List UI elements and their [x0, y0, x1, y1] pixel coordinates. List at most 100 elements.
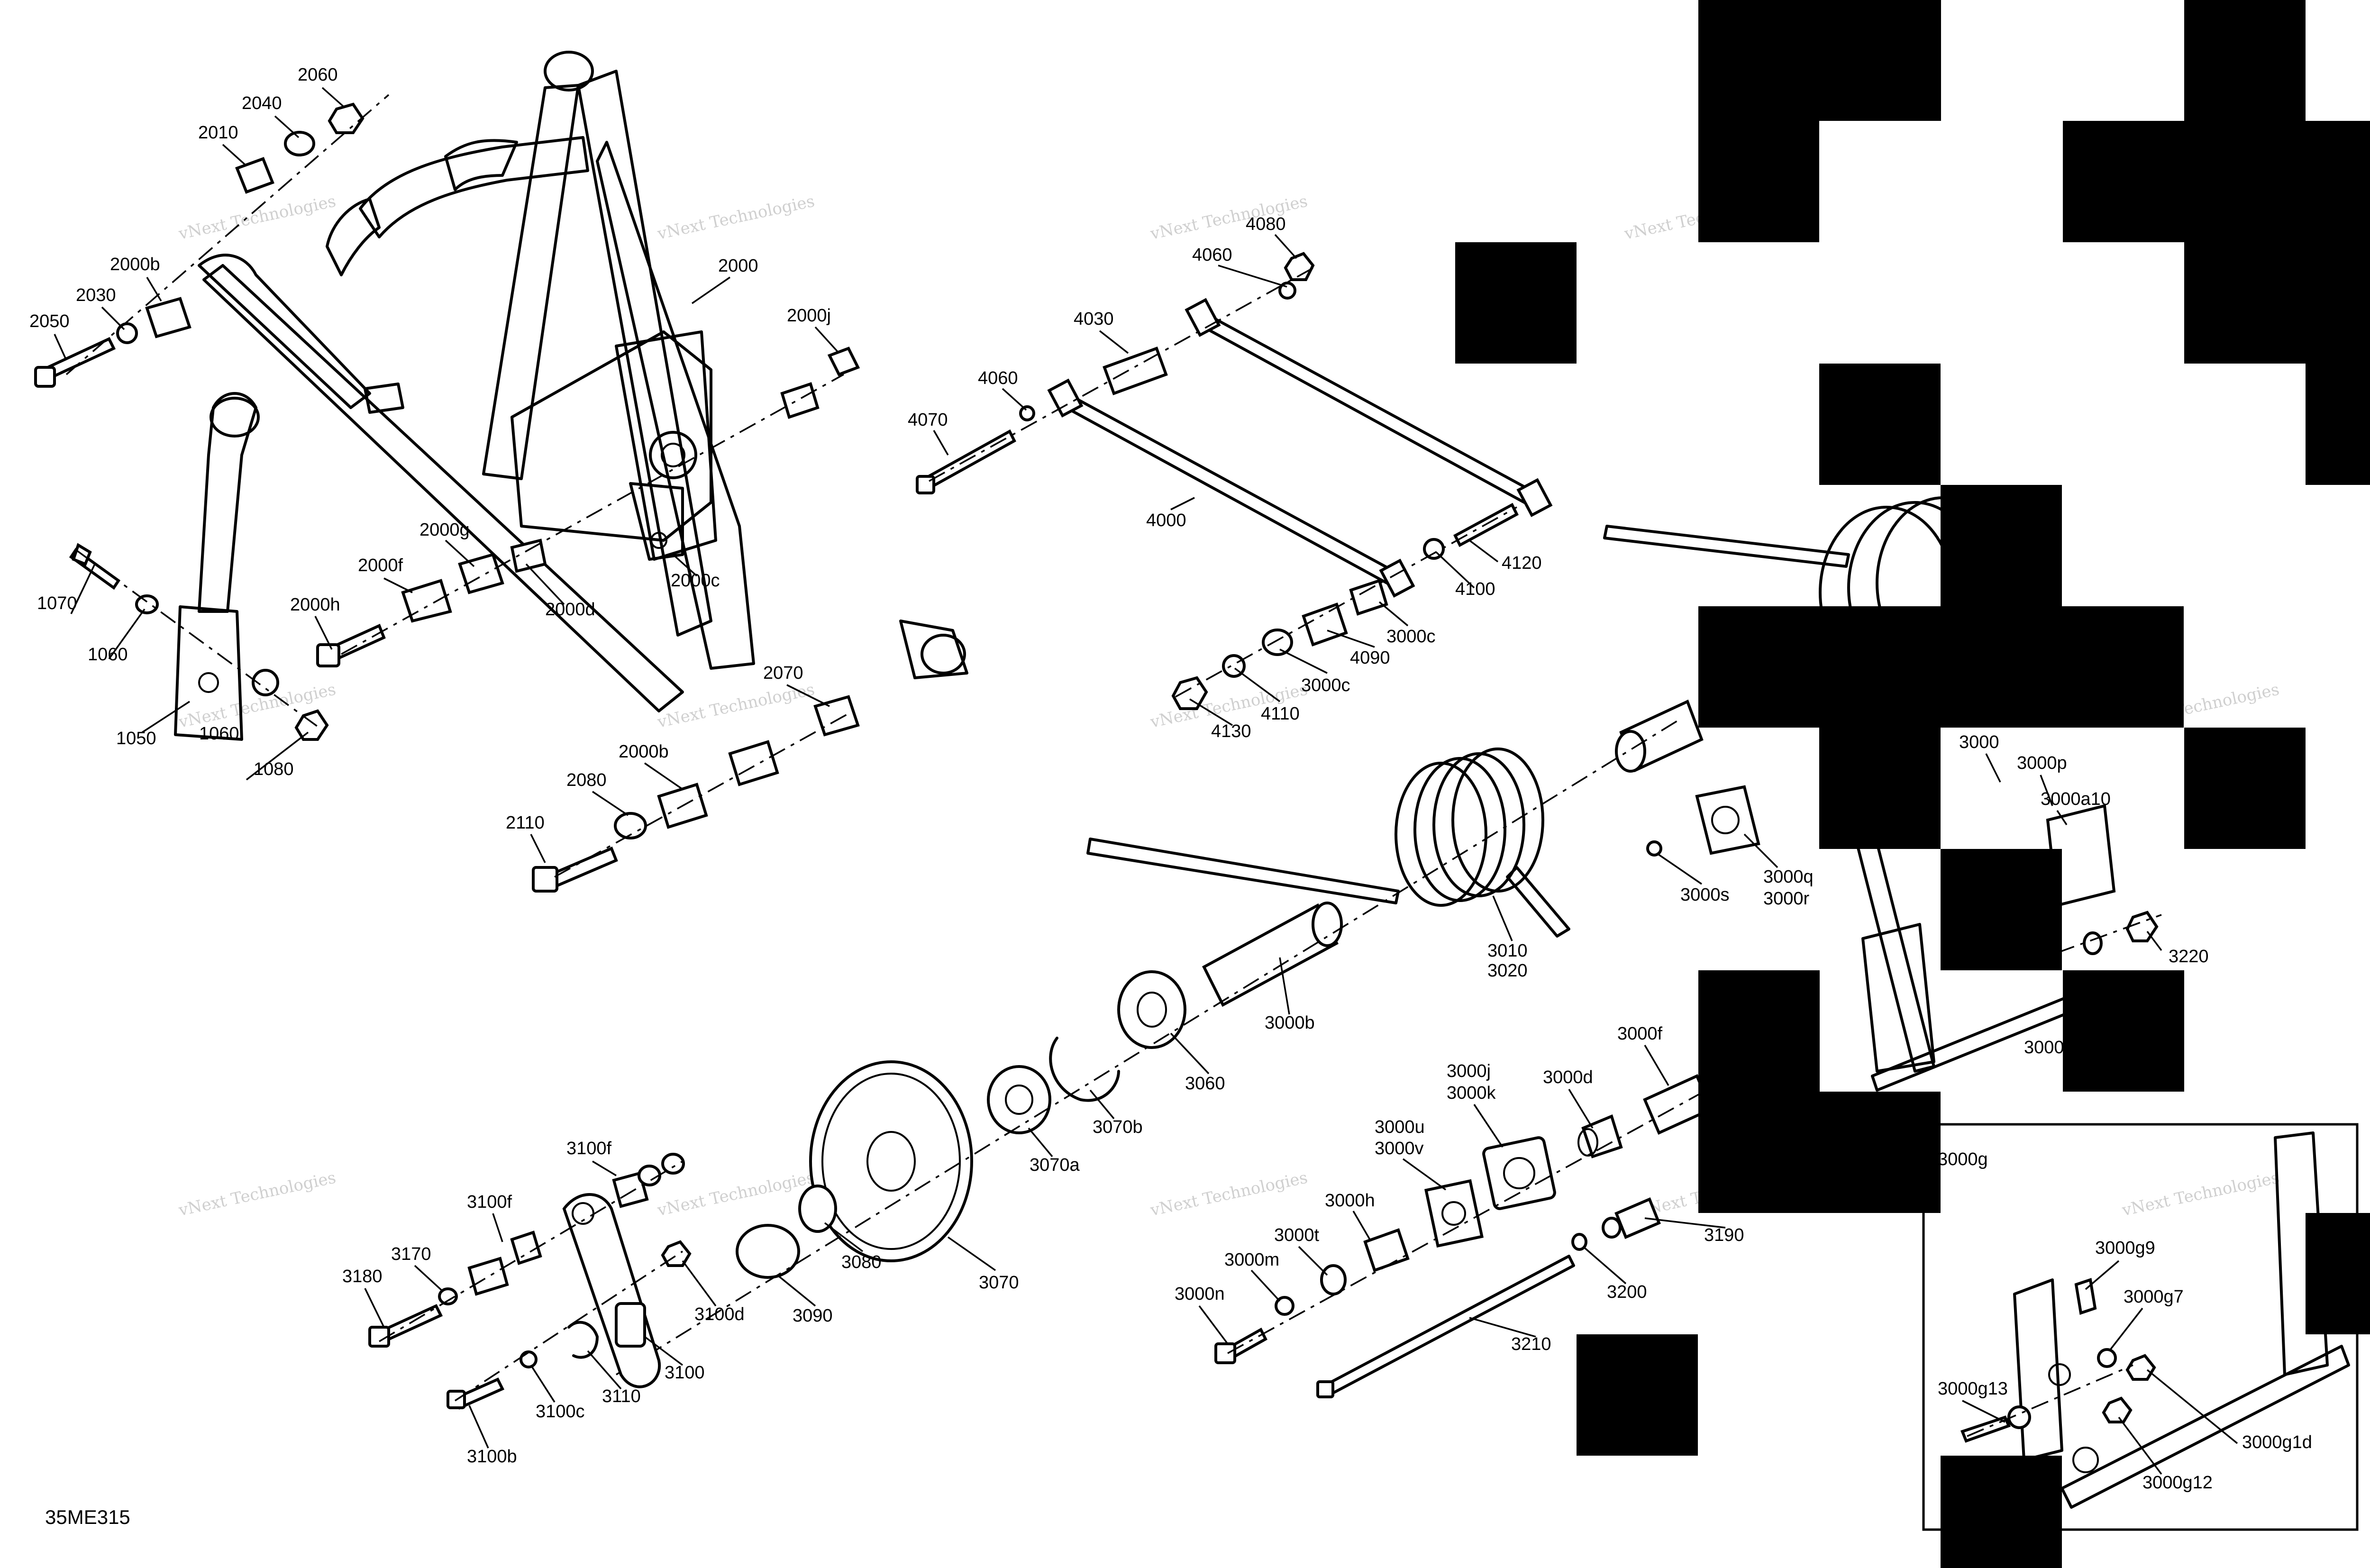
inset-bracket-plate: [2274, 1131, 2329, 1376]
bushing-3100f-b: [510, 1231, 542, 1265]
rear-arm-tube: [202, 264, 684, 712]
callout-4060-b: 4060: [978, 368, 1018, 388]
sensor-3000q: [1695, 785, 1760, 855]
callout-3000r: 3000r: [1763, 889, 1810, 909]
callout-3020: 3020: [1487, 961, 1528, 981]
leader-line: [525, 563, 565, 605]
grease-fitting-3000g9: [2074, 1278, 2097, 1315]
callout-3110: 3110: [602, 1386, 641, 1406]
callout-3000g7: 3000g7: [2124, 1287, 2184, 1307]
nut-1080: [294, 709, 329, 741]
callout-3010: 3010: [1487, 941, 1528, 961]
washer-4060: [1019, 405, 1035, 421]
callout-3070a: 3070a: [1030, 1155, 1080, 1175]
callout-3000j: 3000j: [1447, 1061, 1491, 1081]
redaction-block: [2063, 970, 2184, 1092]
callout-3100f-b: 3100f: [467, 1192, 512, 1212]
callout-3000d: 3000d: [1543, 1067, 1593, 1087]
callout-4000: 4000: [1146, 511, 1186, 530]
callout-3000t: 3000t: [1274, 1225, 1320, 1245]
washer-1060-b: [252, 669, 279, 696]
center-axis: [65, 94, 390, 375]
washer-3090: [736, 1224, 800, 1279]
washer-3100c: [520, 1350, 538, 1368]
callout-2070: 2070: [763, 663, 803, 683]
leader-line: [2085, 1260, 2120, 1290]
watermark: vNext Technologies: [656, 191, 817, 244]
leader-line: [2146, 930, 2162, 951]
callout-2010: 2010: [198, 123, 238, 143]
nut-3220: [2125, 911, 2159, 942]
bushing-2000f: [401, 579, 452, 623]
redaction-block: [2184, 728, 2306, 849]
redaction-block: [2184, 0, 2306, 121]
bushing-2000d: [510, 538, 547, 573]
redaction-block: [1698, 970, 1820, 1092]
redaction-block: [1698, 121, 1819, 242]
center-axis: [929, 264, 1318, 482]
redaction-block: [1941, 1456, 2062, 1568]
callout-3000-b: 3000: [2024, 1038, 2064, 1057]
leader-line: [1218, 264, 1287, 288]
redaction-block: [2306, 364, 2370, 485]
leader-line: [1002, 388, 1027, 411]
bolt-head-2000h: [316, 643, 340, 667]
bushing-2070: [813, 695, 860, 737]
bushing-2000b-lower: [728, 740, 779, 786]
callout-1050: 1050: [116, 729, 156, 748]
leader-line: [592, 791, 629, 816]
callout-3000g1d: 3000g1d: [2242, 1432, 2312, 1452]
leader-line: [644, 762, 683, 790]
splined-end: [1615, 730, 1646, 773]
link-rod-assembly: [916, 252, 1553, 710]
leader-line: [587, 1350, 622, 1390]
callout-3060: 3060: [1185, 1074, 1225, 1094]
leader-line: [947, 1236, 996, 1271]
frame-plate: [1861, 923, 1935, 1073]
watermark: vNext Technologies: [1149, 1168, 1310, 1220]
block-3000j: [1482, 1136, 1556, 1210]
rear-arm-bushing: [544, 51, 594, 91]
rear-arm-pivot: [649, 431, 697, 479]
sleeve-3000b: [1202, 903, 1339, 1007]
leader-line: [530, 834, 546, 863]
leader-line: [1327, 629, 1375, 648]
leader-line: [814, 326, 840, 354]
washer-3000m: [1275, 1296, 1294, 1316]
callout-2000b: 2000b: [110, 255, 160, 274]
callout-4100: 4100: [1455, 579, 1495, 599]
leader-line: [1279, 957, 1290, 1015]
bolt-head-2050: [34, 366, 56, 388]
callout-3000v: 3000v: [1375, 1139, 1424, 1158]
callout-3070: 3070: [979, 1273, 1019, 1293]
leader-line: [1402, 1158, 1447, 1191]
callout-2040: 2040: [242, 93, 282, 113]
rod-end: [1516, 478, 1553, 517]
leader-line: [1492, 895, 1513, 941]
callout-labels: 2060 2040 2010 2000b 2030 2050 2000 2000…: [29, 65, 2312, 1528]
leader-line: [1099, 330, 1129, 354]
screw-3000g13: [1960, 1415, 2011, 1443]
leader-line: [682, 1260, 717, 1307]
bolt-4070: [922, 429, 1016, 491]
leader-line: [644, 1336, 684, 1366]
leader-line: [2056, 810, 2068, 825]
callout-4060: 4060: [1192, 245, 1232, 265]
leader-line: [2118, 1416, 2162, 1475]
plate-3000u-hole: [1441, 1201, 1466, 1226]
leader-line: [70, 564, 96, 614]
redaction-block: [1698, 0, 1941, 121]
bearing-3060: [1117, 970, 1186, 1049]
redaction-block: [1819, 728, 1941, 849]
watermark: vNext Technologies: [177, 1168, 338, 1220]
bushing-3000h: [1363, 1228, 1410, 1272]
callout-2000j: 2000j: [787, 306, 831, 326]
spring-arm: [1086, 838, 1400, 904]
leader-line: [1298, 1246, 1328, 1276]
washer-3170: [438, 1287, 458, 1305]
callout-3000p: 3000p: [2017, 753, 2067, 773]
leader-line: [1473, 1104, 1504, 1148]
leader-line: [101, 306, 125, 330]
callout-3100f: 3100f: [566, 1139, 612, 1158]
